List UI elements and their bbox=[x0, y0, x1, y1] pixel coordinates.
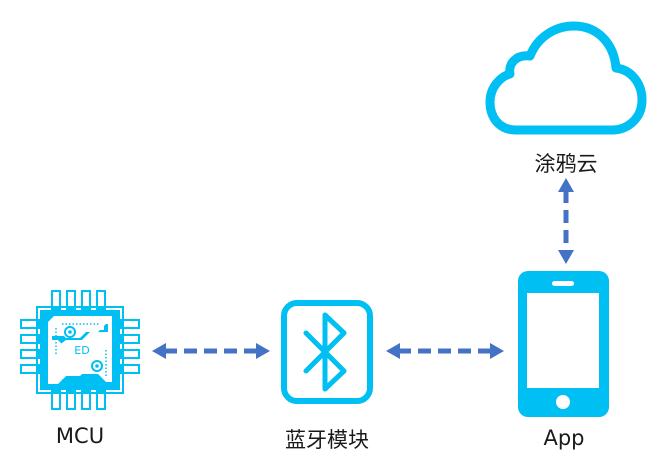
arrow-mcu-bluetooth bbox=[152, 343, 270, 359]
bluetooth-label: 蓝牙模块 bbox=[285, 428, 369, 452]
smartphone-icon bbox=[518, 271, 609, 417]
microchip-icon: ED bbox=[20, 290, 140, 410]
arrow-bluetooth-app bbox=[386, 343, 504, 359]
cloud-icon bbox=[485, 21, 647, 135]
cloud-label: 涂鸦云 bbox=[534, 152, 598, 176]
app-label: App bbox=[543, 426, 585, 450]
arrow-app-cloud bbox=[558, 178, 574, 264]
chip-text: ED bbox=[74, 344, 89, 357]
mcu-label: MCU bbox=[55, 424, 105, 448]
bluetooth-icon bbox=[281, 300, 373, 404]
